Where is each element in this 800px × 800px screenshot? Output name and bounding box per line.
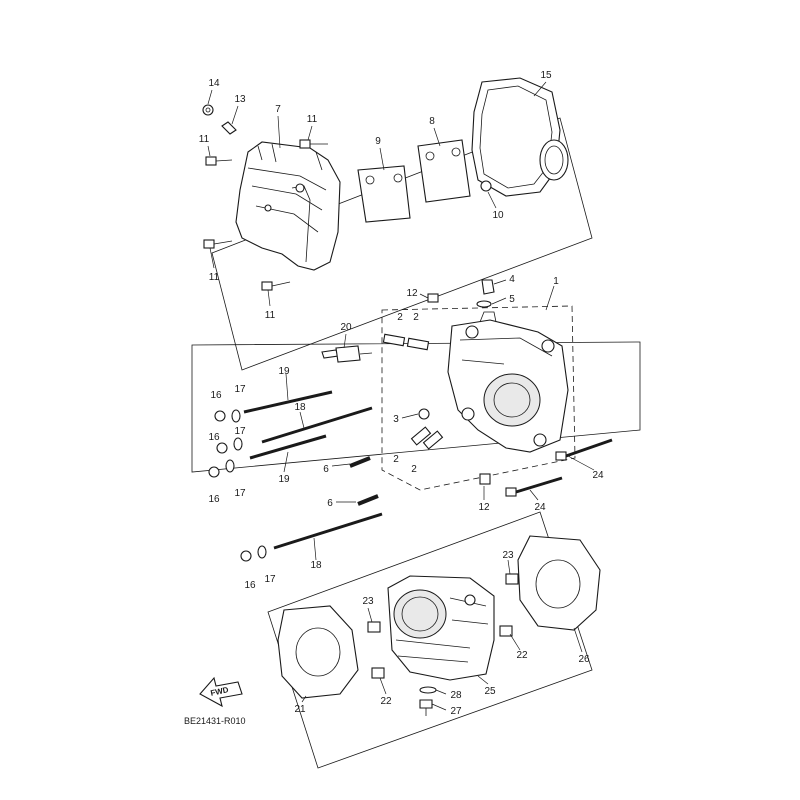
- cylinder: [387, 575, 495, 681]
- dowel-13: [221, 121, 237, 135]
- callout-20: 20: [340, 322, 352, 333]
- cover-bolts: [202, 104, 328, 291]
- cylinder-head: [447, 279, 569, 453]
- callout-17: 17: [234, 488, 246, 499]
- callout-10: 10: [492, 210, 504, 221]
- callout-28: 28: [450, 690, 462, 701]
- callout-2: 2: [397, 312, 403, 323]
- fwd-arrow: FWD: [199, 676, 243, 708]
- nut-14: [202, 104, 214, 116]
- head-cover-gasket: [471, 77, 569, 197]
- callout-11: 11: [307, 114, 318, 125]
- plate-9: [357, 165, 411, 223]
- callout-17: 17: [234, 426, 246, 437]
- callout-27: 27: [450, 706, 462, 717]
- callout-16: 16: [208, 494, 220, 505]
- plates: [357, 139, 471, 223]
- callout-19: 19: [278, 366, 290, 377]
- bolt-4: [481, 279, 495, 295]
- callout-22: 22: [380, 696, 392, 707]
- diagram-code: BE21431-R010: [184, 716, 246, 726]
- callout-3: 3: [393, 414, 399, 425]
- grommet-10: [480, 180, 492, 192]
- callout-2: 2: [413, 312, 419, 323]
- fwd-label: FWD: [210, 685, 230, 698]
- part-3: [418, 408, 430, 420]
- callout-25: 25: [484, 686, 496, 697]
- callout-4: 4: [509, 274, 515, 285]
- callout-8: 8: [429, 116, 435, 127]
- callout-16: 16: [244, 580, 256, 591]
- dowel-12a: [427, 293, 439, 303]
- studs: [243, 390, 613, 550]
- nuts-washers: [208, 409, 267, 562]
- callout-17: 17: [264, 574, 276, 585]
- callout-23: 23: [502, 550, 514, 561]
- callout-21: 21: [294, 704, 306, 715]
- callout-11: 11: [265, 310, 276, 321]
- callout-23: 23: [362, 596, 374, 607]
- head-dashed-frame: [381, 305, 576, 491]
- leader-lines: [207, 81, 595, 711]
- callout-2: 2: [411, 464, 417, 475]
- callout-16: 16: [208, 432, 220, 443]
- callout-18: 18: [310, 560, 322, 571]
- base-gasket-21: [277, 605, 359, 699]
- cylinder-gaskets: [277, 535, 601, 699]
- callout-16: 16: [210, 390, 222, 401]
- cylinder-small-parts: [367, 573, 519, 716]
- spark-plug: [321, 345, 373, 363]
- callout-15: 15: [540, 70, 552, 81]
- callout-18: 18: [294, 402, 306, 413]
- cylinder-frame: [267, 511, 593, 769]
- callout-2: 2: [393, 454, 399, 465]
- callout-labels: 14 13 7 11 11 11 11 9 8 15 10 4 5 1 12 1…: [199, 70, 604, 717]
- callout-24: 24: [534, 502, 546, 513]
- callout-19: 19: [278, 474, 290, 485]
- callout-17: 17: [234, 384, 246, 395]
- pins: [382, 293, 491, 485]
- plate-8: [417, 139, 471, 203]
- callout-5: 5: [509, 294, 515, 305]
- washer-5: [476, 300, 492, 308]
- callout-7: 7: [275, 104, 281, 115]
- callout-14: 14: [208, 78, 220, 89]
- callout-22: 22: [516, 650, 528, 661]
- callout-12: 12: [478, 502, 490, 513]
- callout-13: 13: [234, 94, 246, 105]
- callout-1: 1: [553, 276, 559, 287]
- callout-9: 9: [375, 136, 381, 147]
- head-gasket-26: [517, 535, 601, 631]
- callout-6: 6: [323, 464, 329, 475]
- callout-26: 26: [578, 654, 590, 665]
- callout-24: 24: [592, 470, 604, 481]
- callout-11: 11: [199, 134, 210, 145]
- callout-11: 11: [209, 272, 220, 283]
- dowel-12b: [479, 473, 491, 485]
- callout-12: 12: [406, 288, 418, 299]
- callout-6: 6: [327, 498, 333, 509]
- cylinder-head-cover: [235, 141, 341, 271]
